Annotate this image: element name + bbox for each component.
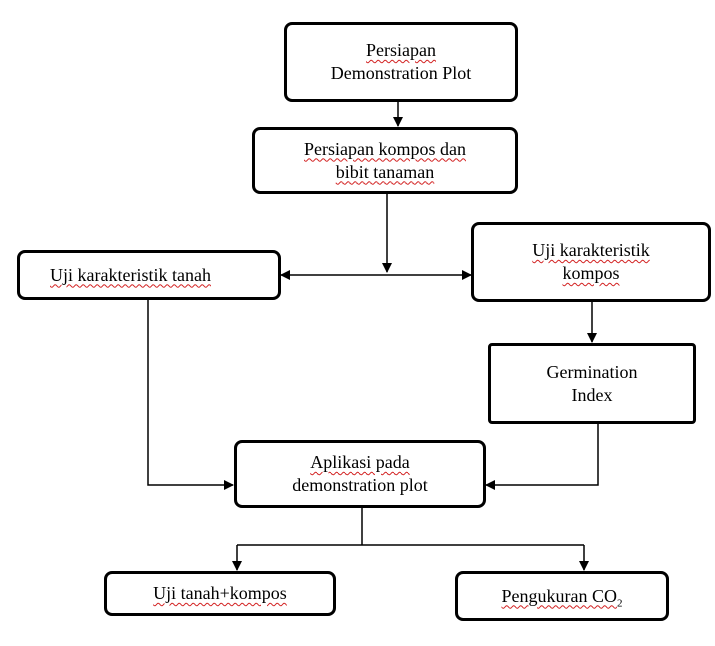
node-uji-karakteristik-tanah: Uji karakteristik tanah: [17, 250, 281, 300]
node-uji-karakteristik-kompos: Uji karakteristik kompos: [471, 222, 711, 302]
node-aplikasi-demonstration-plot: Aplikasi pada demonstration plot: [234, 440, 486, 508]
node-label: Uji karakteristik tanah: [50, 264, 211, 285]
node-label: kompos: [562, 263, 620, 283]
node-label: Uji karakteristik: [532, 240, 650, 260]
node-label: demonstration plot: [292, 475, 428, 495]
node-label: Germination: [546, 361, 638, 382]
co2-subscript: 2: [617, 597, 623, 610]
arrow-uji-tanah-to-aplikasi: [147, 300, 234, 490]
node-pengukuran-co2: Pengukuran CO2: [455, 571, 669, 621]
node-persiapan-demonstration-plot: Persiapan Demonstration Plot: [284, 22, 518, 102]
node-label: Persiapan: [366, 40, 436, 60]
node-label: Demonstration Plot: [330, 63, 472, 83]
node-label: Pengukuran CO2: [501, 585, 623, 610]
pengukuran-text: Pengukuran CO: [501, 585, 618, 606]
node-label: Index: [571, 384, 613, 405]
node-uji-tanah-kompos: Uji tanah+kompos: [104, 571, 336, 616]
node-persiapan-kompos-bibit: Persiapan kompos dan bibit tanaman: [252, 127, 518, 194]
node-label: bibit tanaman: [335, 161, 435, 182]
node-label: Aplikasi pada: [310, 452, 410, 472]
arrow-germination-to-aplikasi: [485, 424, 599, 490]
node-germination-index: Germination Index: [488, 343, 696, 424]
node-label: Persiapan kompos dan: [304, 138, 466, 159]
node-label: Uji tanah+kompos: [153, 583, 287, 603]
